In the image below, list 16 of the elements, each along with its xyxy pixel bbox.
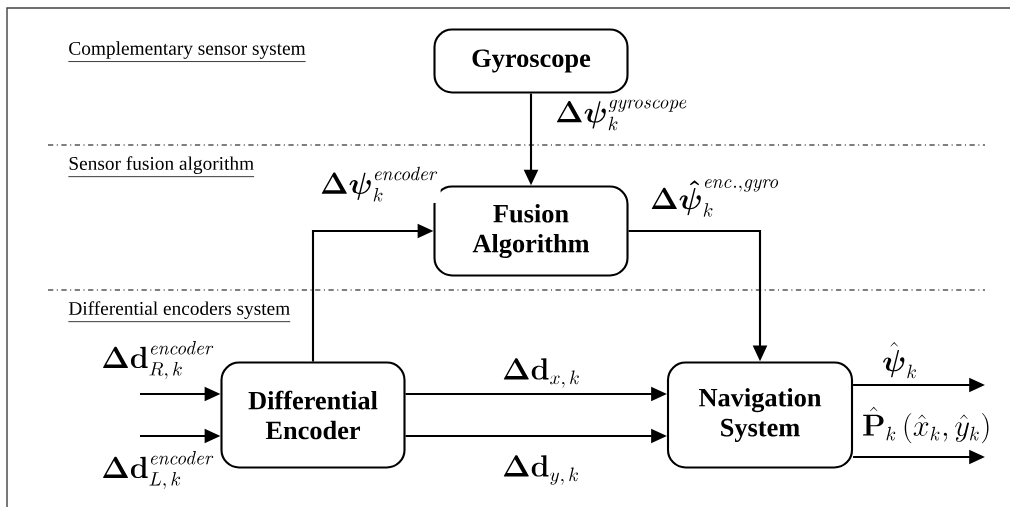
process-box: Fusion Algorithm [433,185,629,277]
section-label: Complementary sensor system [67,41,307,62]
edge-label: $\boldsymbol{\Delta\hat{\psi}}_{k}^{\mathit{enc.,gyro}}$ [648,177,783,219]
edge-label: $\mathbf{\Delta d}_{y,\,k}$ [500,453,582,487]
section-label: Differential encoders system [67,301,291,323]
edge-label: $\mathbf{\Delta d}_{L,\,k}^{\mathit{encoder}}$ [99,449,217,491]
process-box: Navigation System [666,361,854,469]
process-box: Differential Encoder [220,361,406,469]
edge-label: $\hat{\boldsymbol{\psi}}_{k}$ [880,340,920,380]
edge-label: $\boldsymbol{\Delta\psi}_{k}^{\mathit{gyroscope}}$ [553,98,691,132]
edge-label: $\hat{\mathbf{P}}_{k}\left(\hat{x}_{k},\hat{y}_{k}\right)$ [860,405,993,445]
section-label: Sensor fusion algorithm [67,156,255,178]
edge-label: $\mathbf{\Delta d}_{x,\,k}$ [500,356,583,390]
process-box: Gyroscope [433,28,629,94]
edge-label: $\boldsymbol{\Delta\psi}_{k}^{\mathit{encoder}}$ [318,164,441,203]
edge-label: $\mathbf{\Delta d}_{R,\,k}^{\mathit{encoder}}$ [99,339,217,381]
